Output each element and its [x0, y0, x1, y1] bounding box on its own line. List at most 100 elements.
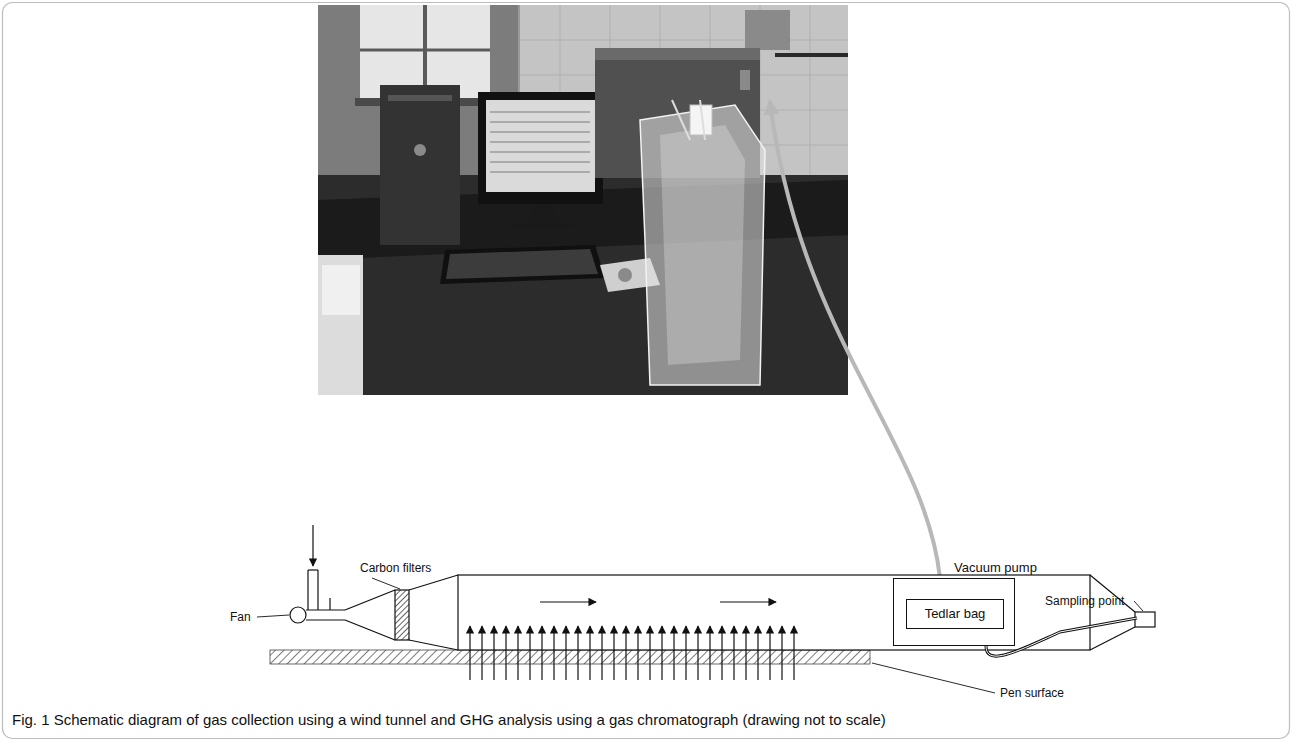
lab-photo: [318, 255, 363, 395]
emission-arrows: [470, 626, 794, 680]
lab-photo: [380, 85, 460, 245]
fan-symbol: [290, 607, 306, 623]
lab-photo: [700, 100, 705, 140]
emission-arrow: [769, 626, 770, 680]
bag-box: Tedlar bag: [906, 599, 1004, 629]
emission-arrow: [661, 626, 662, 680]
lab-photo: [490, 121, 590, 123]
part-label: Carbon filters: [360, 561, 431, 575]
wind-tunnel: [317, 570, 318, 610]
emission-arrow: [649, 626, 650, 680]
wind-tunnel: [306, 619, 345, 620]
wind-tunnel: [1090, 627, 1135, 650]
lab-photo: [530, 204, 555, 224]
lab-photo: [810, 5, 811, 200]
pen-surface-band: [270, 650, 870, 664]
part-label: Sampling point: [1045, 594, 1124, 608]
wind-tunnel: [409, 575, 458, 590]
lab-photo: [440, 245, 605, 284]
box-text: Tedlar bag: [907, 600, 1003, 622]
emission-arrow: [685, 626, 686, 680]
emission-arrow: [589, 626, 590, 680]
lab-photo: [318, 5, 848, 395]
box-heading: Vacuum pump: [954, 560, 1037, 576]
emission-arrow: [481, 626, 482, 680]
emission-arrow: [469, 626, 470, 680]
emission-arrow: [625, 626, 626, 680]
lab-photo: [520, 40, 848, 41]
wind-tunnel: [306, 609, 345, 610]
emission-arrow: [553, 626, 554, 680]
lab-photo: [490, 112, 590, 172]
emission-arrow: [697, 626, 698, 680]
emission-arrow: [505, 626, 506, 680]
emission-arrow: [733, 626, 734, 680]
wind-tunnel: [308, 569, 318, 570]
wind-tunnel: [409, 640, 458, 650]
emission-arrow: [745, 626, 746, 680]
emission-arrow: [601, 626, 602, 680]
leader-line: [872, 663, 995, 693]
lab-photo: [478, 92, 603, 204]
lab-photo: [510, 222, 575, 228]
wind-tunnel: [307, 570, 308, 610]
part-label: Fan: [230, 610, 251, 624]
emission-arrow: [637, 626, 638, 680]
emission-arrow: [613, 626, 614, 680]
lab-photo: [446, 249, 598, 279]
lab-photo: [490, 171, 590, 173]
lab-photo: [388, 95, 452, 101]
lab-photo: [490, 161, 590, 163]
wind-tunnel: [345, 590, 395, 610]
lab-photo: [660, 125, 745, 365]
lab-photo: [486, 100, 595, 192]
emission-arrow: [541, 626, 542, 680]
lab-photo: [640, 105, 765, 385]
flow-arrow: [540, 601, 596, 602]
emission-arrow: [673, 626, 674, 680]
sampling-tube: [986, 618, 1137, 656]
leader-line: [1134, 601, 1143, 611]
pump-box: Vacuum pumpTedlar bag: [893, 578, 1015, 646]
wind-tunnel: [257, 525, 1155, 693]
wind-tunnel: [345, 620, 395, 640]
flow-arrow: [720, 601, 776, 602]
emission-arrow: [757, 626, 758, 680]
emission-arrow: [709, 626, 710, 680]
figure-caption: Fig. 1 Schematic diagram of gas collecti…: [12, 711, 886, 729]
emission-arrow: [721, 626, 722, 680]
emission-arrow: [793, 626, 794, 680]
transfer-arrow: [770, 102, 940, 578]
lab-photo: [595, 48, 760, 60]
lab-photo: [490, 111, 590, 113]
lab-photo: [414, 144, 426, 156]
emission-arrow: [565, 626, 566, 680]
lab-photo: [775, 53, 848, 57]
emission-arrow: [493, 626, 494, 680]
wind-tunnel: [329, 598, 330, 610]
inlet-arrow: [312, 525, 313, 566]
emission-arrow: [577, 626, 578, 680]
lab-photo: [322, 265, 360, 315]
emission-arrow: [517, 626, 518, 680]
sampling-port: [1135, 612, 1155, 627]
figure-frame: [3, 3, 1290, 739]
lab-photo: [490, 131, 590, 133]
leader-line: [372, 578, 400, 589]
emission-arrow: [529, 626, 530, 680]
lab-photo: [618, 268, 632, 282]
lab-photo: [318, 5, 848, 395]
part-label: Pen surface: [1000, 686, 1064, 700]
lab-photo: [490, 141, 590, 143]
lab-photo: [360, 49, 490, 52]
lab-photo: [672, 100, 690, 140]
carbon-filter: [395, 590, 409, 640]
lab-photo: [490, 151, 590, 153]
lab-photo: [745, 10, 790, 50]
wind-tunnel: [986, 618, 1137, 656]
leader-line: [257, 615, 289, 617]
emission-arrow: [781, 626, 782, 680]
